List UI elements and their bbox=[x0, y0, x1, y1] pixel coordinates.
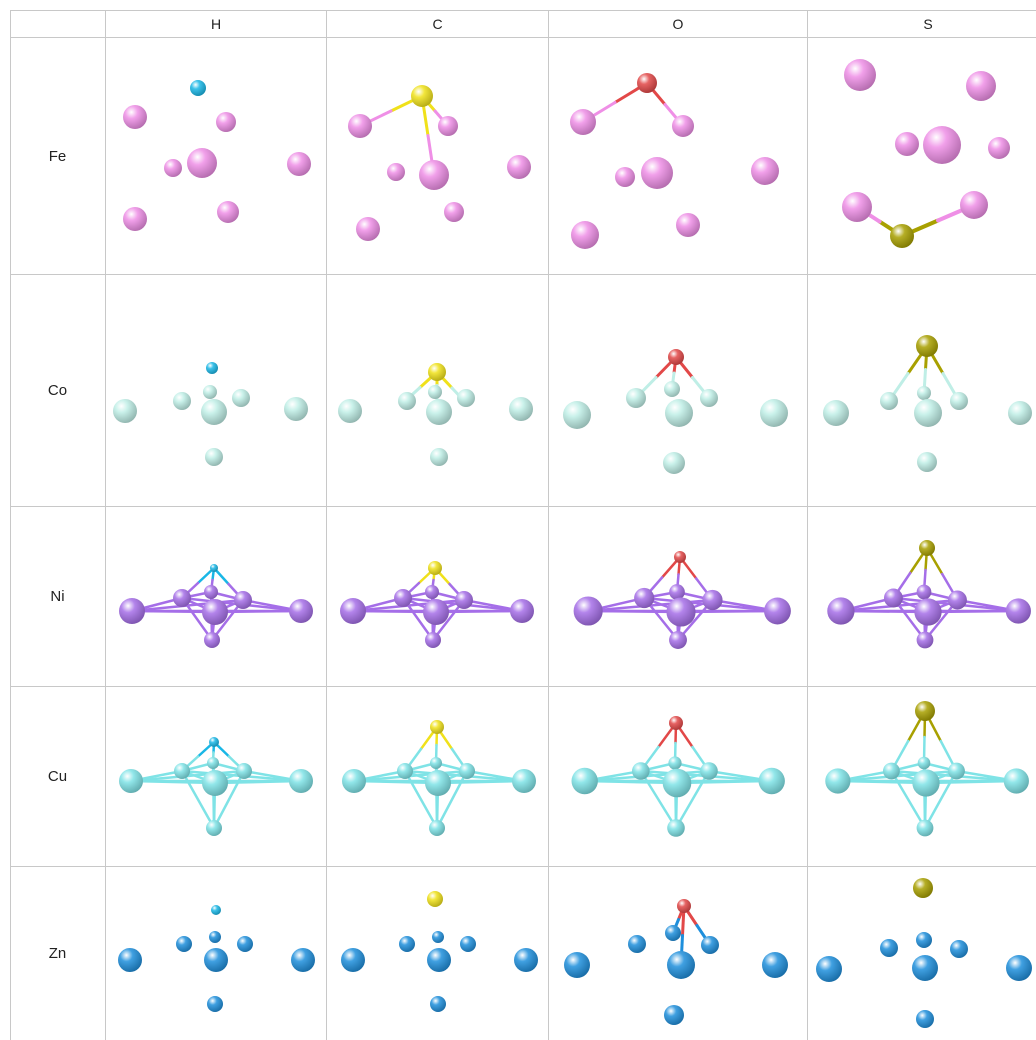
grid-line bbox=[548, 10, 549, 1040]
grid-line bbox=[10, 506, 1036, 507]
grid-line bbox=[807, 10, 808, 1040]
grid-line bbox=[10, 274, 1036, 275]
grid-line bbox=[105, 10, 106, 1040]
grid-line bbox=[10, 10, 1036, 11]
column-header-c: C bbox=[432, 15, 443, 32]
grid-line bbox=[10, 37, 1036, 38]
grid-line bbox=[10, 686, 1036, 687]
grid-line bbox=[326, 10, 327, 1040]
grid-line bbox=[10, 866, 1036, 867]
row-label-zn: Zn bbox=[48, 945, 67, 962]
column-header-s: S bbox=[923, 15, 933, 32]
row-label-co: Co bbox=[47, 382, 68, 399]
column-header-h: H bbox=[210, 15, 222, 32]
row-label-ni: Ni bbox=[50, 588, 65, 605]
grid-line bbox=[10, 10, 11, 1040]
column-header-o: O bbox=[672, 15, 684, 32]
row-label-cu: Cu bbox=[47, 768, 68, 785]
row-label-fe: Fe bbox=[48, 147, 67, 165]
